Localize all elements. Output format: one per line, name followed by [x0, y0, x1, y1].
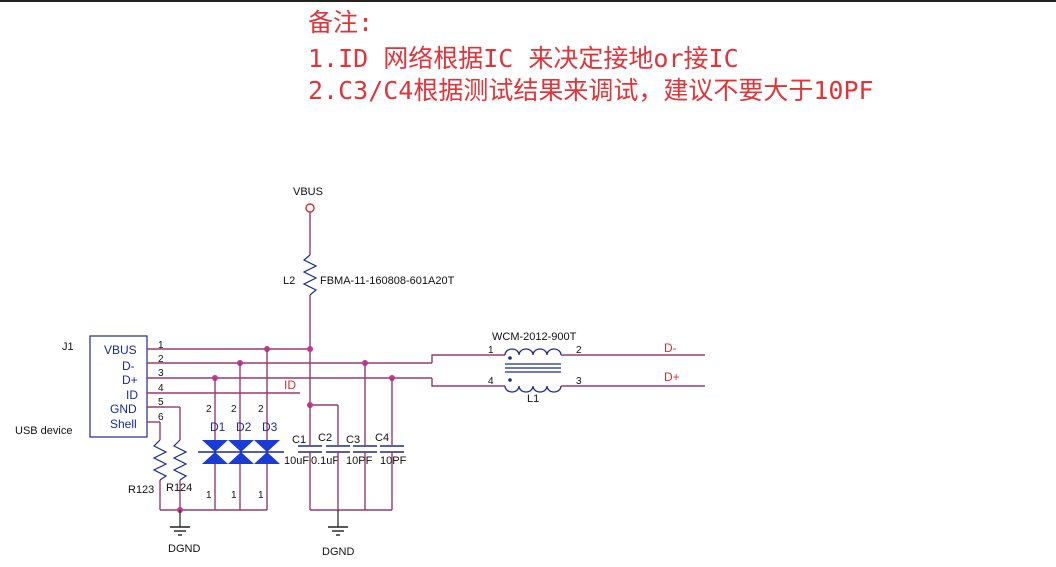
- dgnd-left-label: DGND: [168, 543, 200, 555]
- j1-pin-num-6: 6: [158, 412, 164, 423]
- net-dminus-label: D-: [664, 341, 677, 355]
- d3-pin-bottom: 1: [258, 490, 264, 501]
- d1-pin-bottom: 1: [206, 490, 212, 501]
- net-dplus-label: D+: [664, 370, 680, 384]
- inductor-l2: [302, 254, 318, 296]
- d1-pin-top: 2: [206, 404, 212, 415]
- vbus-label: VBUS: [293, 186, 323, 198]
- l2-part: FBMA-11-160808-601A20T: [320, 275, 455, 287]
- c1-ref: C1: [292, 434, 306, 446]
- c4-ref: C4: [375, 432, 389, 444]
- resistor-r123: [152, 439, 168, 481]
- l2-ref: L2: [283, 275, 295, 287]
- net-id-label: ID: [284, 378, 296, 392]
- j1-pin-num-4: 4: [158, 383, 164, 394]
- dplus-to-l1-wire: [431, 378, 505, 387]
- c3-ref: C3: [346, 434, 360, 446]
- tvs-diode-array: [198, 440, 284, 464]
- l1-pin-2: 2: [576, 345, 582, 356]
- d3-pin-top: 2: [258, 404, 264, 415]
- r123-ref: R123: [128, 484, 154, 496]
- j1-type: USB device: [15, 425, 72, 437]
- c2-value: 0.1uF: [311, 455, 339, 467]
- common-mode-choke-l1: [504, 348, 562, 393]
- d3-ref: D3: [262, 420, 278, 434]
- dgnd-right-symbol: [328, 526, 348, 536]
- j1-pin-vbus: VBUS: [104, 343, 137, 357]
- l1-pin-1: 1: [488, 345, 494, 356]
- dminus-to-l1-wire: [431, 354, 505, 363]
- l1-pin-4: 4: [488, 376, 494, 387]
- l1-part: WCM-2012-900T: [492, 331, 577, 343]
- l1-pin-3: 3: [576, 376, 582, 387]
- note-line-2: 2.C3/C4根据测试结果来调试，建议不要大于10PF: [308, 76, 874, 105]
- c4-value: 10PF: [380, 455, 407, 467]
- j1-pin-num-2: 2: [158, 354, 164, 365]
- j1-pin-dminus: D-: [122, 359, 135, 373]
- j1-pin-dplus: D+: [122, 373, 138, 387]
- resistor-r124: [172, 439, 188, 481]
- vbus-terminal: [305, 203, 315, 213]
- c3-value: 10PF: [346, 455, 373, 467]
- c1-value: 10uF: [284, 455, 309, 467]
- d2-ref: D2: [236, 420, 252, 434]
- j1-pin-num-5: 5: [158, 397, 164, 408]
- d1-ref: D1: [210, 420, 226, 434]
- j1-pin-id: ID: [126, 388, 138, 402]
- j1-connector-body: [89, 335, 148, 438]
- j1-pin-num-1: 1: [158, 340, 164, 351]
- r124-ref: R124: [166, 482, 192, 494]
- j1-pin-shell: Shell: [110, 417, 137, 431]
- junction-vbus: [307, 346, 313, 352]
- j1-ref: J1: [62, 341, 74, 353]
- note-line-1: 1.ID 网络根据IC 来决定接地or接IC: [308, 44, 739, 73]
- top-border: [0, 0, 1056, 2]
- note-title: 备注:: [308, 8, 374, 37]
- dgnd-right-label: DGND: [322, 546, 354, 558]
- l1-ref: L1: [527, 393, 539, 405]
- capacitor-plates: [298, 445, 404, 453]
- dgnd-left-symbol: [170, 526, 190, 536]
- d2-pin-bottom: 1: [231, 490, 237, 501]
- j1-pin-num-3: 3: [158, 368, 164, 379]
- j1-pin-gnd: GND: [110, 402, 137, 416]
- d2-pin-top: 2: [231, 404, 237, 415]
- c2-ref: C2: [318, 432, 332, 444]
